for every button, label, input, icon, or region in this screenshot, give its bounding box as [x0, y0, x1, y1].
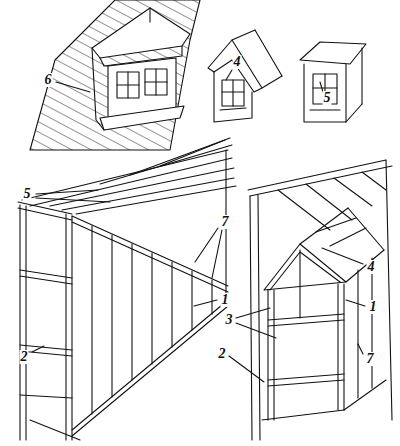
gable-dormer-framing	[248, 160, 392, 440]
callout-number: 5	[23, 187, 32, 201]
callout-number: 7	[366, 352, 375, 366]
callout-number: 4	[233, 55, 242, 69]
callout-number: 2	[218, 347, 227, 361]
callout-number: 4	[367, 260, 376, 274]
callout-number: 5	[323, 91, 332, 105]
shed-dormer-framing	[18, 138, 236, 440]
callout-number: 7	[221, 215, 230, 229]
gable-dormer	[208, 30, 282, 122]
callout-number: 1	[369, 300, 378, 314]
callout-number: 2	[20, 350, 29, 364]
leader-lines	[32, 70, 365, 382]
roof-with-dormer	[30, 0, 200, 150]
callout-number: 1	[221, 293, 230, 307]
callout-number: 3	[225, 313, 234, 327]
shed-dormer	[300, 42, 366, 122]
callout-number: 6	[44, 73, 53, 87]
